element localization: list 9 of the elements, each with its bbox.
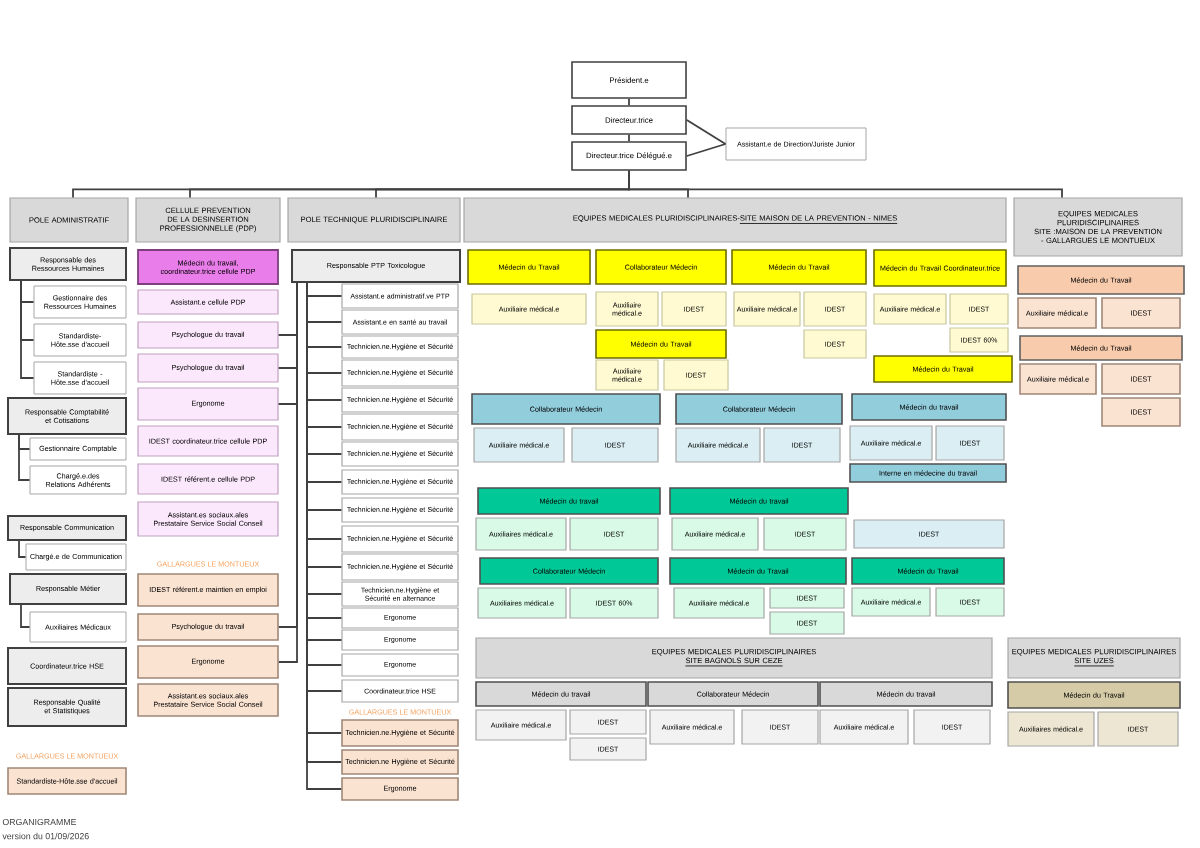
connector-line [685, 119, 727, 145]
connector-line [20, 604, 31, 628]
connector-line [20, 280, 35, 379]
connector-line [628, 97, 630, 107]
connector-line [18, 434, 31, 481]
connector-line [685, 143, 727, 157]
connector-line [628, 169, 1063, 199]
connector-line [628, 133, 630, 143]
connector-line [18, 540, 27, 558]
